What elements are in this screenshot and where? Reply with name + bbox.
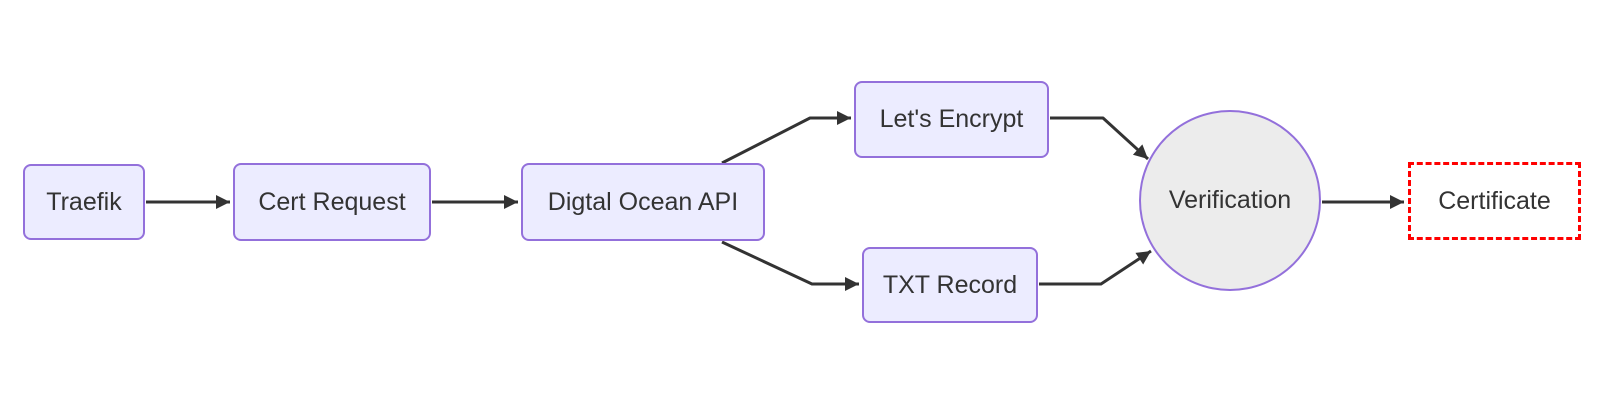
node-verification: Verification (1139, 110, 1321, 291)
node-txt-record: TXT Record (862, 247, 1038, 323)
node-digital-ocean-api-label: Digtal Ocean API (547, 187, 739, 216)
edge-txt-record-to-verification (1039, 249, 1152, 286)
node-cert-request: Cert Request (233, 163, 431, 241)
node-cert-request-label: Cert Request (258, 187, 406, 216)
node-traefik-label: Traefik (46, 187, 122, 216)
node-txt-record-label: TXT Record (882, 270, 1018, 299)
node-certificate-label: Certificate (1438, 186, 1551, 215)
edge-digital-ocean-api-to-lets-encrypt (721, 111, 851, 165)
edge-lets-encrypt-to-verification (1050, 116, 1150, 161)
edge-digital-ocean-api-to-txt-record (721, 240, 859, 291)
node-digital-ocean-api: Digtal Ocean API (521, 163, 765, 241)
node-certificate: Certificate (1408, 162, 1581, 240)
node-lets-encrypt: Let's Encrypt (854, 81, 1049, 158)
node-verification-label: Verification (1168, 186, 1292, 214)
node-lets-encrypt-label: Let's Encrypt (879, 105, 1024, 133)
node-traefik: Traefik (23, 164, 145, 240)
